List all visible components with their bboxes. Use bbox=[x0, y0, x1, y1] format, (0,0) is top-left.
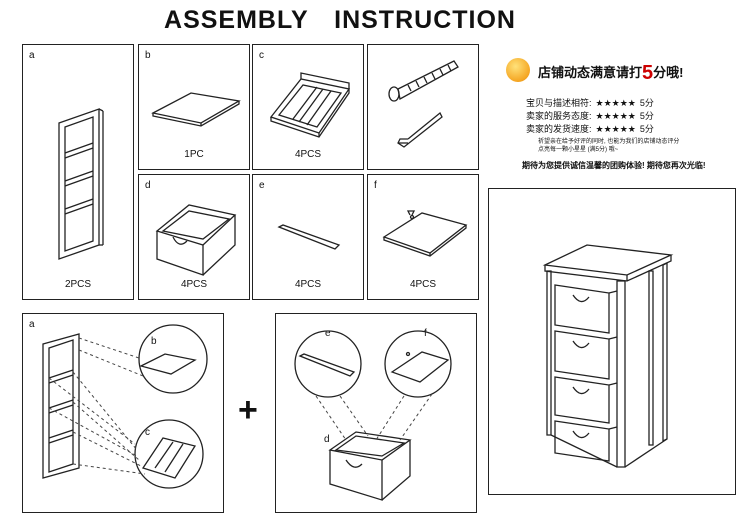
hardware-panel bbox=[367, 44, 479, 170]
promo-text: 店铺动态满意请打 bbox=[538, 65, 643, 80]
fine-print: 祈望亲在给予好评的同时, 也能为我们的店铺动态评分 bbox=[538, 139, 680, 145]
part-f-qty: 4PCS bbox=[409, 279, 437, 290]
part-c-label: c bbox=[259, 50, 264, 61]
assembled-cabinet-panel bbox=[488, 188, 736, 495]
thanks-text: 期待为您提供诚信温馨的团购体验! 期待您再次光临! bbox=[522, 161, 706, 170]
rating-promo: 店铺动态满意请打5分哦! bbox=[538, 62, 683, 85]
drawer-box-drawing bbox=[155, 204, 237, 276]
assembly-c-label: c bbox=[145, 427, 150, 438]
rating-row: 卖家的发货速度:★★★★★5分 bbox=[526, 124, 654, 134]
part-d-qty: 4PCS bbox=[180, 279, 208, 290]
plus-sign: + bbox=[238, 391, 258, 429]
part-a-panel: a 2PCS bbox=[22, 44, 134, 300]
page-title: ASSEMBLY INSTRUCTION bbox=[164, 6, 516, 34]
frame-assembly-drawing bbox=[42, 324, 208, 489]
star-icon: ★★★★★ bbox=[595, 124, 636, 134]
assembly-e-label: e bbox=[325, 328, 331, 339]
assembly-a-label: a bbox=[29, 319, 35, 330]
assembly-d-label: d bbox=[324, 434, 330, 445]
drawer-bottom-drawing bbox=[382, 210, 468, 257]
part-a-qty: 2PCS bbox=[64, 279, 92, 290]
part-d-panel: d 4PCS bbox=[138, 174, 250, 300]
part-b-label: b bbox=[145, 50, 151, 61]
part-d-label: d bbox=[145, 180, 151, 191]
drawer-assembly-drawing bbox=[294, 330, 452, 501]
drawer-frame-drawing bbox=[269, 72, 351, 138]
smiley-icon bbox=[506, 58, 530, 82]
top-board-drawing bbox=[151, 92, 241, 127]
star-icon: ★★★★★ bbox=[595, 98, 636, 108]
rod-drawing bbox=[277, 224, 341, 250]
part-f-label: f bbox=[374, 180, 377, 191]
side-frame-drawing bbox=[58, 108, 104, 260]
part-e-label: e bbox=[259, 180, 265, 191]
promo-suffix: 分哦! bbox=[653, 65, 684, 80]
part-b-qty: 1PC bbox=[184, 149, 204, 160]
part-e-qty: 4PCS bbox=[294, 279, 322, 290]
promo-number: 5 bbox=[642, 62, 654, 84]
assembly-frame-panel: a b c bbox=[22, 313, 224, 513]
part-a-label: a bbox=[29, 50, 35, 61]
assembled-cabinet-drawing bbox=[542, 244, 674, 468]
fine-print: 点亮每一颗小星星 (满5分) 哦~ bbox=[538, 147, 619, 153]
part-c-qty: 4PCS bbox=[294, 149, 322, 160]
part-f-panel: f 4PCS bbox=[367, 174, 479, 300]
rating-row: 卖家的服务态度:★★★★★5分 bbox=[526, 111, 654, 121]
assembly-f-label: f bbox=[424, 328, 427, 339]
part-b-panel: b 1PC bbox=[138, 44, 250, 170]
star-icon: ★★★★★ bbox=[595, 111, 636, 121]
assembly-drawer-panel: e f d bbox=[275, 313, 477, 513]
screw-and-hex-key-drawing bbox=[388, 60, 459, 148]
rating-row: 宝贝与描述相符:★★★★★5分 bbox=[526, 98, 654, 108]
part-e-panel: e 4PCS bbox=[252, 174, 364, 300]
assembly-b-label: b bbox=[151, 336, 157, 347]
part-c-panel: c 4PCS bbox=[252, 44, 364, 170]
